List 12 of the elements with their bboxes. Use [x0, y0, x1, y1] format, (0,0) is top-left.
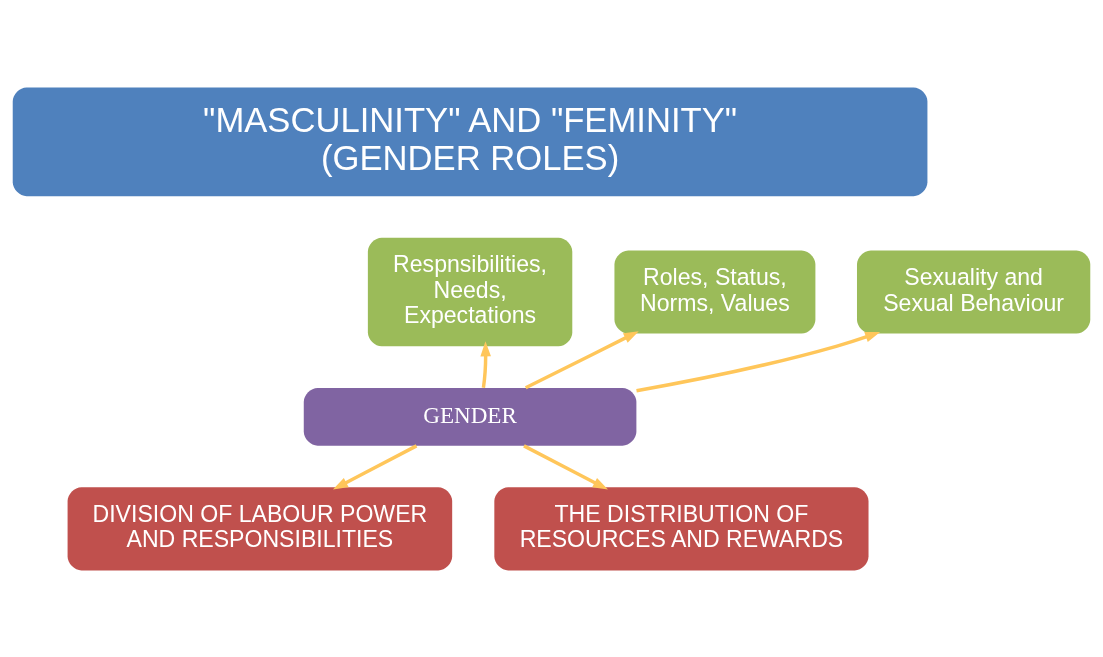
node-box: GENDER	[303, 387, 637, 446]
node-box: Sexuality and Sexual Behaviour	[857, 249, 1091, 334]
node-box: DIVISION OF LABOUR POWER AND RESPONSIBILITIES	[67, 486, 453, 570]
arrow	[480, 340, 491, 388]
arrow	[523, 443, 608, 489]
node-box: THE DISTRIBUTION OF RESOURCES AND REWARDS	[494, 486, 869, 570]
arrow	[332, 443, 418, 490]
arrow	[524, 330, 639, 389]
node-box: "MASCULINITY" AND "FEMINITY" (GENDER ROLES)	[12, 87, 928, 196]
node-box: Respnsibilities, Needs, Expectations	[367, 237, 573, 346]
arrow	[636, 331, 881, 392]
node-box: Roles, Status, Norms, Values	[614, 249, 816, 334]
